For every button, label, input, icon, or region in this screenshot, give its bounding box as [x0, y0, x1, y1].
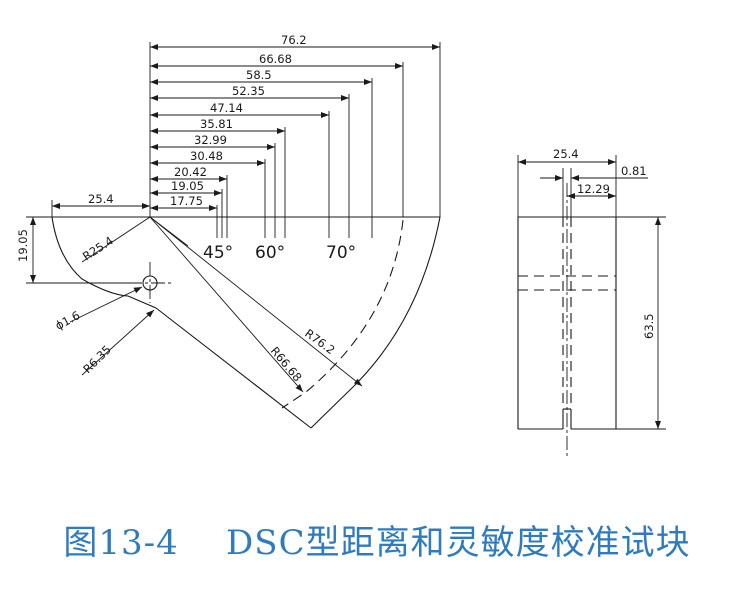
- dim-20-42: 20.42: [174, 165, 207, 179]
- leader-hole-dia: [69, 286, 143, 323]
- slot-pos-label: 12.29: [577, 182, 610, 196]
- technical-drawing: 76.2 66.68 58.5 52.35 47.14 35.81 32.99 …: [16, 33, 666, 458]
- radius-line-R66: [149, 216, 304, 393]
- dim-58-5: 58.5: [246, 68, 272, 82]
- dim-32-99: 32.99: [194, 133, 227, 147]
- top-dimension-lines: [52, 44, 440, 211]
- angle-70-label: 70°: [326, 243, 356, 263]
- outer-arc-R76: [353, 216, 441, 387]
- dim-left-width: 25.4: [88, 192, 114, 206]
- label-hole-radius: R6.35: [80, 342, 114, 376]
- dim-30-48: 30.48: [190, 149, 223, 163]
- dim-76-2: 76.2: [281, 33, 307, 47]
- dim-47-14: 47.14: [210, 101, 243, 115]
- inner-chord: [149, 216, 189, 247]
- label-hole-dia: ϕ1.6: [53, 308, 82, 333]
- dim-66-68: 66.68: [259, 52, 292, 66]
- front-view: 76.2 66.68 58.5 52.35 47.14 35.81 32.99 …: [16, 33, 441, 429]
- side-height-label: 63.5: [642, 313, 656, 339]
- label-R25: R25.4: [80, 233, 116, 263]
- leader-hole-radius: [81, 309, 155, 376]
- dim-52-35: 52.35: [232, 84, 265, 98]
- left-curve-edge: [51, 216, 129, 297]
- side-view: 25.4 0.81 12.29 63.5: [517, 147, 666, 458]
- dim-left-height: 19.05: [16, 229, 30, 262]
- figure-caption: 图13-4 DSC型距离和灵敏度校准试块: [63, 523, 691, 563]
- dim-17-75: 17.75: [170, 194, 203, 208]
- inner-arc-R66: [281, 219, 404, 409]
- lower-slant-edge: [155, 307, 312, 429]
- dim-19-05: 19.05: [171, 179, 204, 193]
- angle-45-label: 45°: [203, 243, 233, 263]
- side-width-label: 25.4: [553, 147, 579, 161]
- notch-left-edge: [127, 295, 157, 309]
- outer-slant-edge: [310, 385, 355, 429]
- angle-ticks: [216, 217, 373, 238]
- dim-35-81: 35.81: [200, 117, 233, 131]
- radius-line-R25: [81, 216, 151, 263]
- label-R66: R66.68: [268, 344, 305, 384]
- radius-line-R76: [149, 216, 363, 387]
- extension-lines: [51, 42, 441, 217]
- slot-offset-label: 0.81: [621, 164, 647, 178]
- angle-60-label: 60°: [255, 243, 285, 263]
